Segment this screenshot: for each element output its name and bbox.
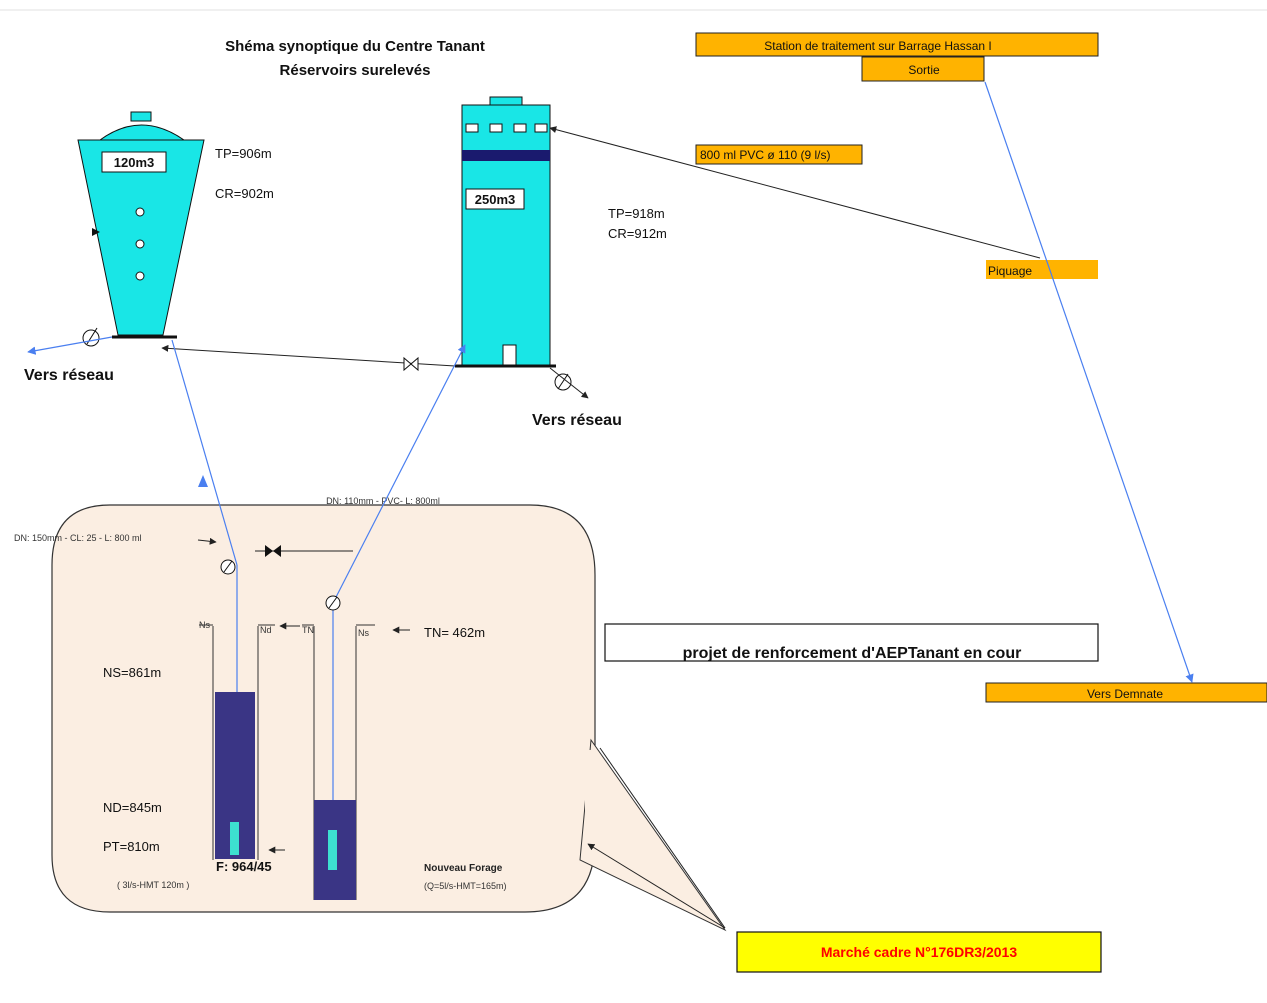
project-label: projet de renforcement d'AEPTanant en co…	[683, 645, 1022, 662]
porthole	[135, 207, 145, 217]
reservoir-left-vent	[130, 111, 152, 122]
new-well-mark: TN	[302, 625, 314, 635]
pipe-left-spec: DN: 150mm - CL: 25 - L: 800 ml	[14, 533, 142, 543]
callout-tail-join	[585, 750, 597, 850]
level-marker	[92, 228, 100, 236]
pipe-right-spec: DN: 110mm - PVC- L: 800ml	[326, 496, 440, 506]
reservoir-right-band	[462, 150, 550, 161]
station-label: Station de traitement sur Barrage Hassan…	[764, 39, 991, 53]
title-line-1: Shéma synoptique du Centre Tanant	[225, 38, 485, 55]
new-well-mark: Ns	[358, 628, 369, 638]
pt-level: PT=810m	[103, 839, 160, 854]
flow-arrow	[198, 475, 208, 487]
right-outlet-pipe	[549, 367, 589, 399]
reservoir-right-body	[461, 104, 551, 366]
tap-to-reservoir-pipe	[549, 126, 1041, 259]
reservoir-right-outlet: Vers réseau	[532, 412, 622, 429]
valve-icon	[403, 356, 412, 372]
valve-icon	[273, 545, 281, 557]
window	[513, 123, 527, 133]
tn-level: TN= 462m	[424, 625, 485, 640]
reservoir-left-body	[77, 139, 205, 336]
valve-icon	[410, 356, 419, 372]
pipe-spec-label: 800 ml PVC ø 110 (9 l/s)	[700, 148, 831, 162]
flow-meter-needle	[223, 560, 233, 573]
main-supply-pipe	[984, 81, 1194, 683]
pipe-spec-box	[695, 144, 863, 165]
window	[465, 123, 479, 133]
porthole	[135, 271, 145, 281]
reservoir-right: 250m3	[455, 96, 556, 368]
reservoir-right-cr: CR=912m	[608, 226, 667, 241]
old-well-name: F: 964/45	[216, 859, 272, 874]
old-well-mark: Nd	[260, 625, 272, 635]
window	[534, 123, 548, 133]
reservoir-right-tp: TP=918m	[608, 206, 665, 221]
reservoir-left-outlet: Vers réseau	[24, 367, 114, 384]
station-box	[695, 32, 1099, 57]
old-well-params: ( 3l/s-HMT 120m )	[117, 880, 189, 890]
tap-label: Piquage	[988, 264, 1032, 278]
reservoir-left-dome	[98, 124, 186, 141]
project-box	[604, 623, 1099, 662]
old-well-pump	[230, 822, 239, 855]
reservoir-left-tp: TP=906m	[215, 146, 272, 161]
left-outlet-pipe	[27, 336, 113, 355]
title-line-2: Réservoirs surelevés	[280, 62, 431, 79]
reservoir-left: 120m3	[77, 111, 205, 339]
contract-box	[736, 931, 1102, 973]
reservoir-right-vent	[489, 96, 523, 106]
flow-meter-needle	[557, 373, 569, 390]
callout-arrow	[587, 843, 726, 929]
borehole-zone-panel	[51, 504, 596, 913]
old-well-to-left-reservoir	[171, 339, 238, 566]
nd-level: ND=845m	[103, 800, 162, 815]
reservoir-left-capacity-box	[101, 151, 167, 173]
demnate-box	[985, 682, 1267, 703]
tap-box	[986, 260, 1098, 279]
window	[489, 123, 503, 133]
old-well-mark: Ns	[199, 620, 210, 630]
demnate-label: Vers Demnate	[1087, 687, 1163, 701]
reservoir-right-door	[502, 344, 517, 366]
porthole	[135, 239, 145, 249]
callout-tail	[579, 738, 727, 932]
pipe-left-arrow	[197, 537, 217, 545]
contract-label: Marché cadre N°176DR3/2013	[821, 944, 1017, 960]
new-well-params: (Q=5l/s-HMT=165m)	[424, 881, 507, 891]
exit-label: Sortie	[908, 63, 940, 77]
new-well-to-right-reservoir	[332, 344, 466, 604]
reservoir-right-capacity: 250m3	[475, 192, 515, 207]
ns-level: NS=861m	[103, 665, 161, 680]
new-well-name: Nouveau Forage	[424, 863, 503, 874]
reservoir-left-cr: CR=902m	[215, 186, 274, 201]
callout-line	[599, 747, 726, 929]
flow-meter-needle	[328, 596, 338, 609]
new-well-pump	[328, 830, 337, 870]
reservoir-left-capacity: 120m3	[114, 155, 154, 170]
reservoir-right-capacity-box	[465, 188, 525, 210]
valve-icon	[265, 545, 273, 557]
exit-box	[861, 56, 985, 82]
